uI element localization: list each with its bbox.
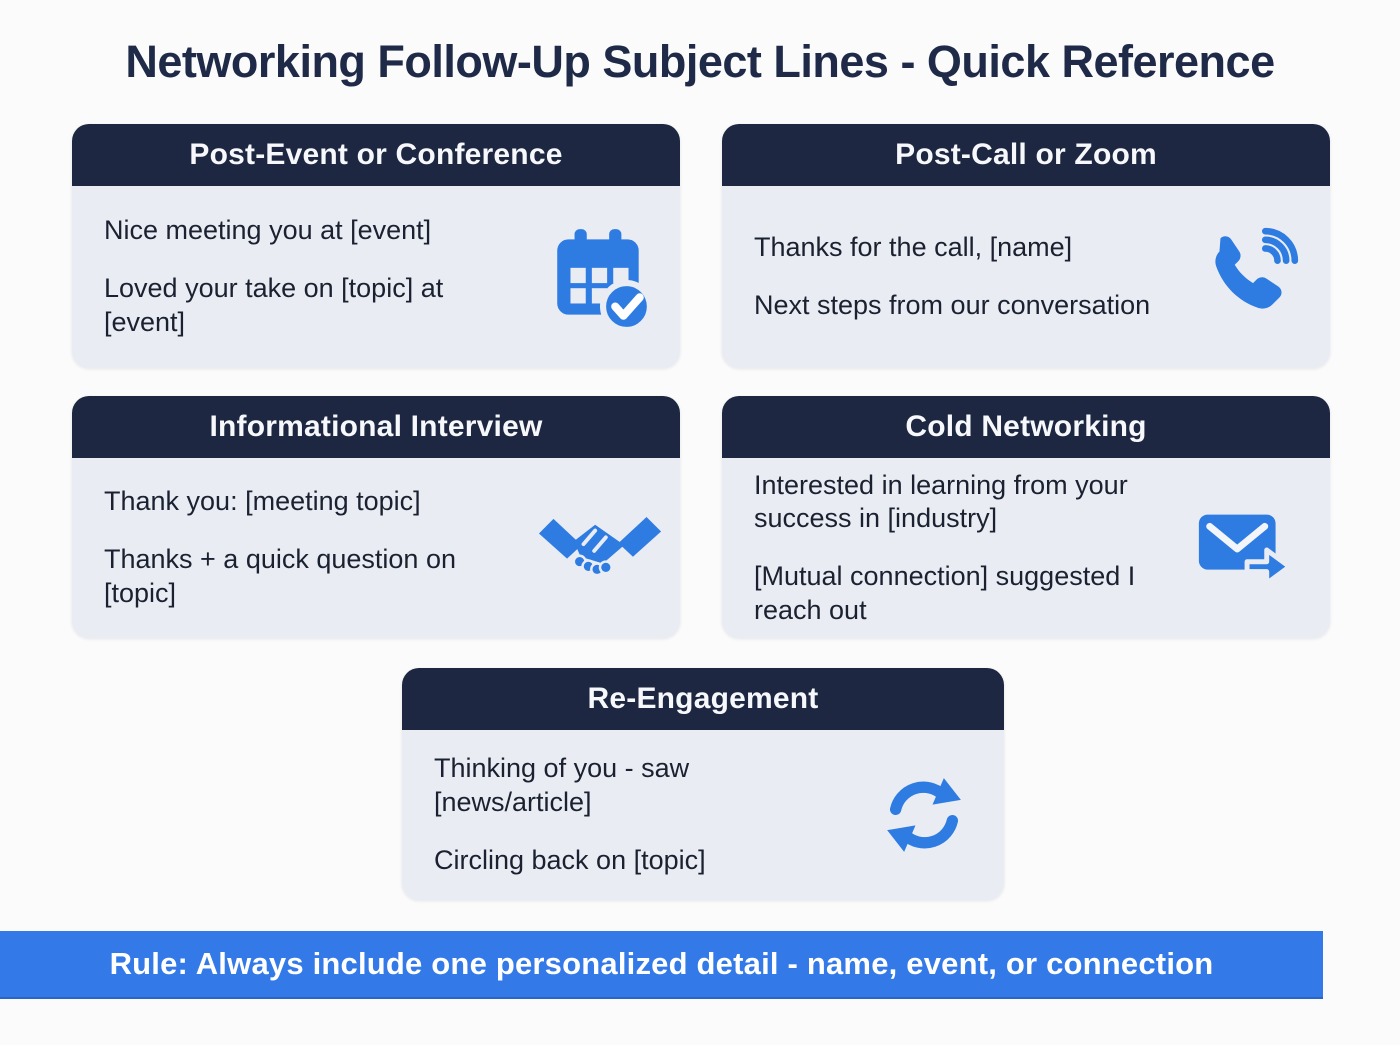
card-cold-networking-body: Interested in learning from your success…	[722, 458, 1330, 638]
card-post-call-header: Post-Call or Zoom	[722, 124, 1330, 186]
calendar-check-icon	[534, 186, 666, 368]
card-row-2: Informational Interview Thank you: [meet…	[72, 396, 1330, 638]
subject-line: [Mutual connection] suggested I reach ou…	[754, 561, 1136, 625]
card-post-call-body: Thanks for the call, [name] Next steps f…	[722, 186, 1330, 368]
subject-lines: Thanks for the call, [name] Next steps f…	[754, 186, 1184, 368]
subject-line: Thinking of you - saw [news/article]	[434, 753, 690, 818]
card-post-call: Post-Call or Zoom Thanks for the call, […	[722, 124, 1330, 368]
card-informational-interview: Informational Interview Thank you: [meet…	[72, 396, 680, 638]
card-reengagement-header: Re-Engagement	[402, 668, 1004, 730]
card-reengagement: Re-Engagement Thinking of you - saw [new…	[402, 668, 1004, 900]
card-title: Post-Call or Zoom	[895, 138, 1157, 171]
subject-line: Thank you: [meeting topic]	[104, 486, 421, 517]
card-title: Post-Event or Conference	[189, 138, 563, 171]
rule-banner: Rule: Always include one personalized de…	[0, 931, 1323, 999]
subject-line: Thanks + a quick question on [topic]	[104, 544, 456, 608]
card-informational-interview-header: Informational Interview	[72, 396, 680, 458]
subject-line: Interested in learning from your success…	[754, 469, 1128, 534]
phone-call-icon	[1184, 186, 1316, 368]
card-cold-networking: Cold Networking Interested in learning f…	[722, 396, 1330, 638]
card-informational-interview-body: Thank you: [meeting topic] Thanks + a qu…	[72, 458, 680, 638]
card-post-event-header: Post-Event or Conference	[72, 124, 680, 186]
envelope-forward-icon	[1184, 458, 1316, 638]
subject-line: Thanks for the call, [name]	[754, 232, 1073, 263]
subject-lines: Thinking of you - saw [news/article] Cir…	[434, 730, 858, 900]
card-reengagement-body: Thinking of you - saw [news/article] Cir…	[402, 730, 1004, 900]
card-title: Informational Interview	[209, 410, 543, 443]
card-post-event: Post-Event or Conference Nice meeting yo…	[72, 124, 680, 368]
subject-lines: Thank you: [meeting topic] Thanks + a qu…	[104, 458, 534, 638]
page-title: Networking Follow-Up Subject Lines - Qui…	[125, 36, 1275, 87]
card-post-event-body: Nice meeting you at [event] Loved your t…	[72, 186, 680, 368]
subject-line: Loved your take on [topic] at [event]	[104, 273, 444, 337]
subject-lines: Nice meeting you at [event] Loved your t…	[104, 186, 534, 368]
subject-line: Next steps from our conversation	[754, 290, 1151, 320]
rule-text: Rule: Always include one personalized de…	[109, 946, 1214, 981]
card-row-1: Post-Event or Conference Nice meeting yo…	[72, 124, 1330, 368]
card-title: Re-Engagement	[587, 682, 819, 715]
card-row-3: Re-Engagement Thinking of you - saw [new…	[0, 668, 1400, 900]
card-cold-networking-header: Cold Networking	[722, 396, 1330, 458]
subject-line: Nice meeting you at [event]	[104, 215, 432, 246]
subject-line: Circling back on [topic]	[434, 844, 706, 875]
handshake-icon	[534, 458, 666, 638]
card-title: Cold Networking	[905, 410, 1147, 443]
refresh-icon	[858, 730, 990, 900]
subject-lines: Interested in learning from your success…	[754, 458, 1184, 638]
